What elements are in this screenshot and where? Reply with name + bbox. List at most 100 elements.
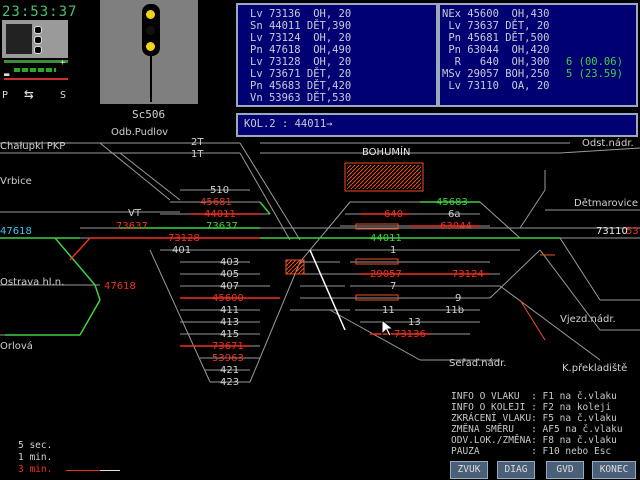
train-info-row[interactable]: Pn 45681 DĚT,500 <box>442 32 550 44</box>
building-hatch <box>347 165 421 189</box>
control-display <box>6 24 32 54</box>
train-number[interactable]: 44011 <box>204 209 236 220</box>
track-label[interactable]: VT <box>128 208 141 219</box>
train-number[interactable]: 45600 <box>212 293 244 304</box>
track-label[interactable]: 423 <box>220 377 240 388</box>
train-number[interactable]: 640 <box>384 209 404 220</box>
minus-icon[interactable]: ▬ <box>4 70 10 80</box>
legend-line-red <box>66 470 120 471</box>
track-label[interactable]: 13 <box>408 317 421 328</box>
track-label[interactable]: 411 <box>220 305 240 316</box>
track-label[interactable]: 415 <box>220 329 240 340</box>
train-info-row[interactable]: Lv 73124 OH, 20 <box>250 32 352 44</box>
station-orlova[interactable]: Orlová <box>0 341 33 352</box>
station-ostrava[interactable]: Ostrava hl.n. <box>0 277 65 288</box>
track-label[interactable]: 1 <box>390 245 397 256</box>
train-info-row[interactable]: Lv 73128 OH, 20 <box>250 56 352 68</box>
train-info-row[interactable]: Lv 73136 OH, 20 <box>250 8 352 20</box>
train-info-row[interactable]: Pn 45683 DĚT,420 <box>250 80 352 92</box>
track-label[interactable]: 9 <box>455 293 462 304</box>
train-number[interactable]: 53 <box>626 226 639 237</box>
station-vjezd[interactable]: Vjezd.nádr. <box>560 314 616 325</box>
train-number[interactable]: 73136 <box>394 329 426 340</box>
train-info-row[interactable]: MSv 29057 BOH,250 <box>442 68 550 80</box>
station-serad[interactable]: Seřaď.nádr. <box>449 358 507 369</box>
train-info-row[interactable]: Lv 73637 DĚT, 20 <box>442 20 550 32</box>
track-label[interactable]: 2T <box>191 137 204 148</box>
station-chalupki[interactable]: Chałupki PKP <box>0 141 66 152</box>
kol-status-bar[interactable]: KOL.2 : 44011→ <box>236 113 638 137</box>
red-bar <box>4 78 68 80</box>
train-number[interactable]: 63044 <box>440 221 472 232</box>
help-line: ZMĚNA SMĚRU : AF5 na č.vlaku <box>451 424 623 435</box>
train-number[interactable]: 44011 <box>370 233 402 244</box>
platform-rect <box>355 223 399 230</box>
train-info-row[interactable]: Lv 73110 OA, 20 <box>442 80 550 92</box>
track-label[interactable]: 510 <box>210 185 230 196</box>
red-route-lines <box>69 213 490 347</box>
train-info-row[interactable]: Sn 44011 DĚT,390 <box>250 20 352 32</box>
selected-route-line <box>309 249 346 331</box>
track-label[interactable]: 6a <box>448 209 461 220</box>
legend-3min: 3 min. <box>18 464 53 475</box>
signal-panel <box>100 0 198 104</box>
track-label[interactable]: 413 <box>220 317 240 328</box>
track-label[interactable]: 421 <box>220 365 240 376</box>
train-number[interactable]: 73637 <box>206 221 238 232</box>
train-number[interactable]: 73110 <box>596 226 628 237</box>
train-number[interactable]: 29057 <box>370 269 402 280</box>
lamp-icon[interactable] <box>34 26 42 34</box>
plus-icon[interactable]: + <box>60 58 66 68</box>
train-number[interactable]: 73124 <box>452 269 484 280</box>
station-k-prekladiste[interactable]: K.překladiště <box>562 363 628 374</box>
train-number[interactable]: 73128 <box>168 233 200 244</box>
train-info-row[interactable]: Pn 47618 OH,490 <box>250 44 352 56</box>
train-number[interactable]: 47618 <box>0 226 32 237</box>
train-info-row[interactable]: NEx 45600 OH,430 <box>442 8 550 20</box>
station-odst-nadr[interactable]: Odst.nádr. <box>582 138 634 149</box>
track-label[interactable]: 403 <box>220 257 240 268</box>
train-info-row[interactable]: R 640 OH,300 <box>442 56 550 68</box>
gvd-button[interactable]: GVD <box>546 461 584 479</box>
track-label[interactable]: 405 <box>220 269 240 280</box>
help-line: INFO O KOLEJI : F2 na koleji <box>451 402 612 413</box>
train-number[interactable]: 47618 <box>104 281 136 292</box>
p-icon[interactable]: P <box>2 90 9 101</box>
station-detmarovice[interactable]: Dětmarovice <box>574 198 638 209</box>
switch-icon[interactable]: ⇆ <box>24 84 34 103</box>
track-label[interactable]: 401 <box>172 245 192 256</box>
train-number[interactable]: 45683 <box>436 197 468 208</box>
platform-box <box>285 259 305 275</box>
train-info-row[interactable]: Pn 63044 OH,420 <box>442 44 550 56</box>
lamp-icon[interactable] <box>34 46 42 54</box>
track-label[interactable]: 11b <box>445 305 465 316</box>
s-icon[interactable]: S <box>60 90 67 101</box>
track-diagram[interactable] <box>0 0 640 460</box>
zvuk-button[interactable]: ZVUK <box>450 461 488 479</box>
konec-button[interactable]: KONEC <box>592 461 636 479</box>
legend-line-white <box>100 470 120 471</box>
track-label[interactable]: 407 <box>220 281 240 292</box>
train-info-row[interactable]: Lv 73671 DĚT, 20 <box>250 68 352 80</box>
train-number[interactable]: 73637 <box>116 221 148 232</box>
station-vrbice[interactable]: Vrbice <box>0 176 32 187</box>
lamp-icon[interactable] <box>34 36 42 44</box>
track-label[interactable]: 7 <box>390 281 397 292</box>
train-number[interactable]: 73671 <box>212 341 244 352</box>
train-number[interactable]: 45681 <box>200 197 232 208</box>
train-info-row[interactable]: Vn 53963 DĚT,530 <box>250 92 352 104</box>
diag-button[interactable]: DIAG <box>497 461 535 479</box>
mouse-cursor-icon <box>381 318 395 337</box>
track-label[interactable]: 1T <box>191 149 204 160</box>
station-bohumin[interactable]: BOHUMÍN <box>362 147 411 158</box>
train-number[interactable]: 53963 <box>212 353 244 364</box>
clock: 23:53:37 <box>2 4 78 20</box>
station-odb-pudlov[interactable]: Odb.Pudlov <box>111 127 169 138</box>
orange-track <box>519 299 546 341</box>
legend-5sec: 5 sec. <box>18 440 53 451</box>
train-info-left[interactable]: Lv 73136 OH, 20 Sn 44011 DĚT,390 Lv 7312… <box>236 3 438 107</box>
help-line: ZKRÁCENÍ VLAKU: F5 na č.vlaku <box>451 413 617 424</box>
train-info-right[interactable]: NEx 45600 OH,430 Lv 73637 DĚT, 20 Pn 456… <box>438 3 638 107</box>
track-label[interactable]: 11 <box>382 305 395 316</box>
signal-label: Sc506 <box>132 108 166 121</box>
